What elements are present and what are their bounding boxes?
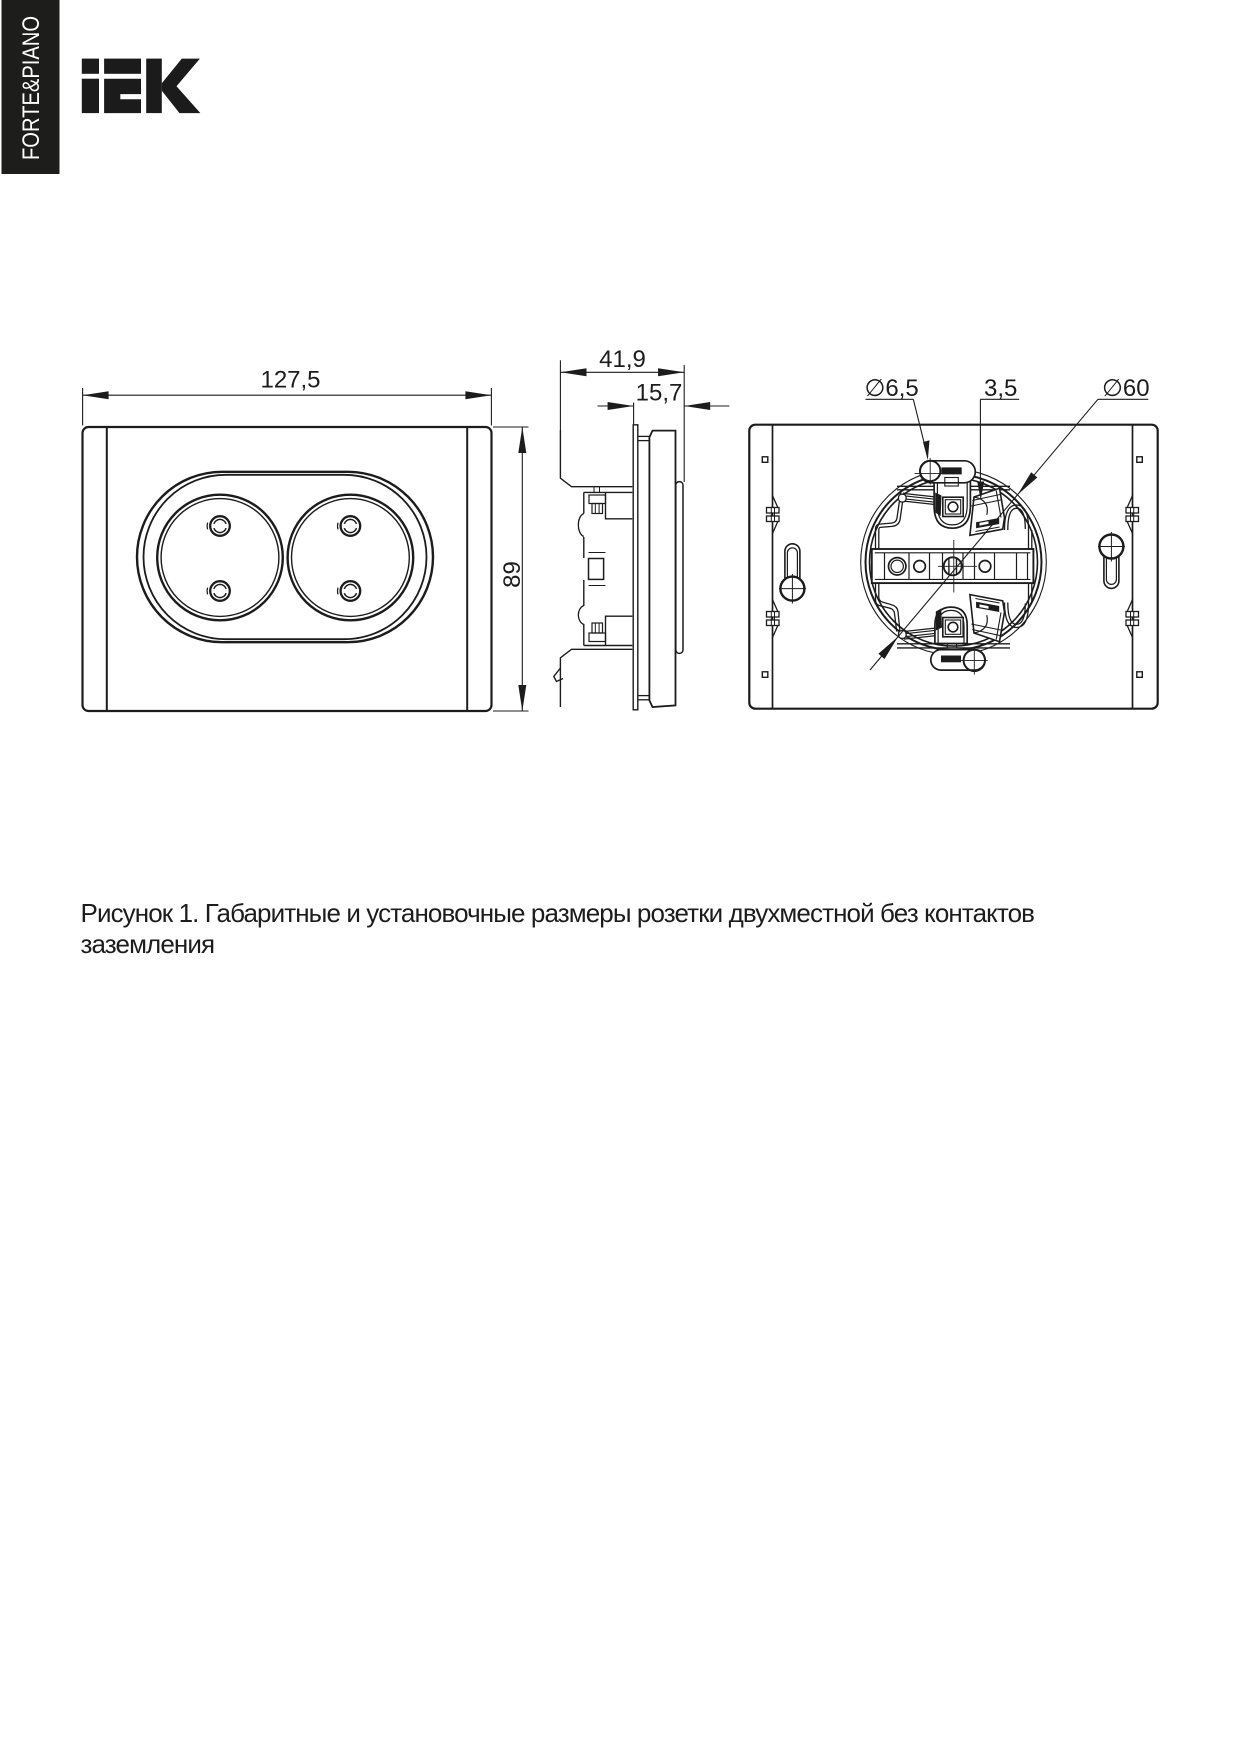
svg-text:FORTE&PIANO: FORTE&PIANO xyxy=(17,16,44,160)
svg-text:15,7: 15,7 xyxy=(636,379,683,406)
svg-text:∅6,5: ∅6,5 xyxy=(865,375,919,402)
svg-text:∅60: ∅60 xyxy=(1102,375,1150,402)
svg-text:3,5: 3,5 xyxy=(984,375,1017,402)
svg-text:41,9: 41,9 xyxy=(599,346,646,373)
svg-text:89: 89 xyxy=(499,561,526,588)
svg-text:127,5: 127,5 xyxy=(260,367,320,394)
